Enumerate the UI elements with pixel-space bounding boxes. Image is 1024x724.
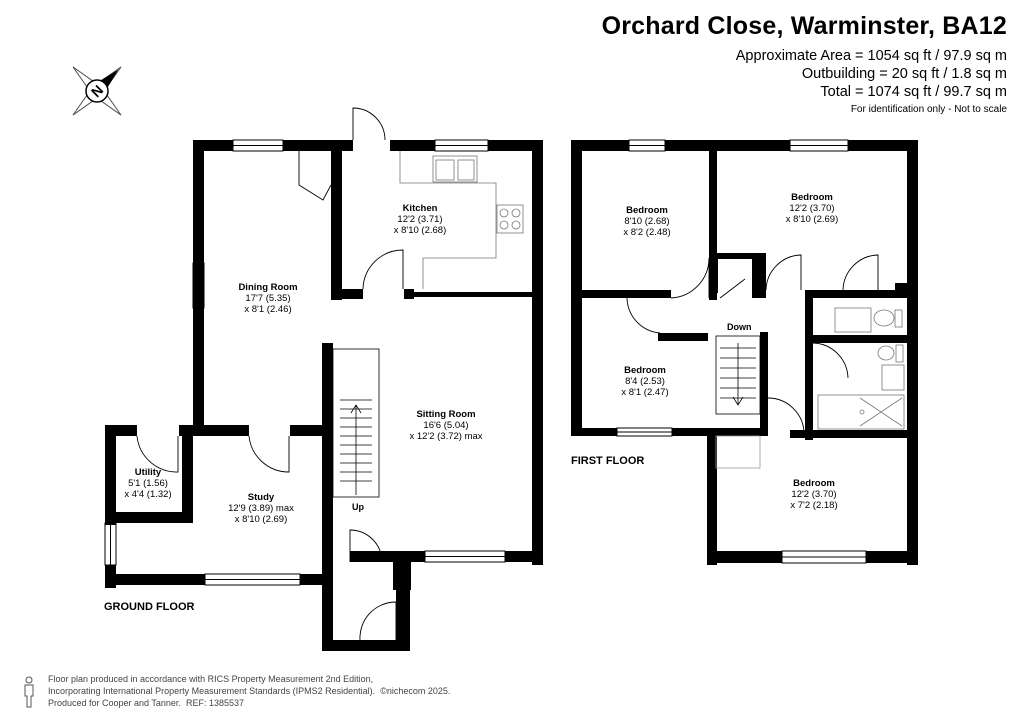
approximate-area: Approximate Area = 1054 sq ft / 97.9 sq … [735,48,1007,64]
footer-line-3: Produced for Cooper and Tanner. REF: 138… [48,698,244,708]
property-title: Orchard Close, Warminster, BA12 [601,12,1007,40]
stairs-down-label: Down [727,322,752,332]
footer-line-2: Incorporating International Property Mea… [48,686,451,696]
first-floor-label: FIRST FLOOR [571,455,645,467]
stairs-up-label: Up [352,502,364,512]
identification-note: For identification only - Not to scale [850,104,1007,115]
outbuilding-area: Outbuilding = 20 sq ft / 1.8 sq m [801,66,1007,82]
footer-copyright: ©nichecom 2025. [380,686,451,696]
ground-floor-label: GROUND FLOOR [104,601,195,613]
footer-line-1: Floor plan produced in accordance with R… [48,674,374,684]
compass-north-icon: N [72,66,122,116]
footer-credits: Floor plan produced in accordance with R… [48,673,450,709]
person-scale-icon [24,676,34,708]
total-area: Total = 1074 sq ft / 99.7 sq m [820,84,1007,100]
footer-ref: REF: 1385537 [185,698,244,708]
